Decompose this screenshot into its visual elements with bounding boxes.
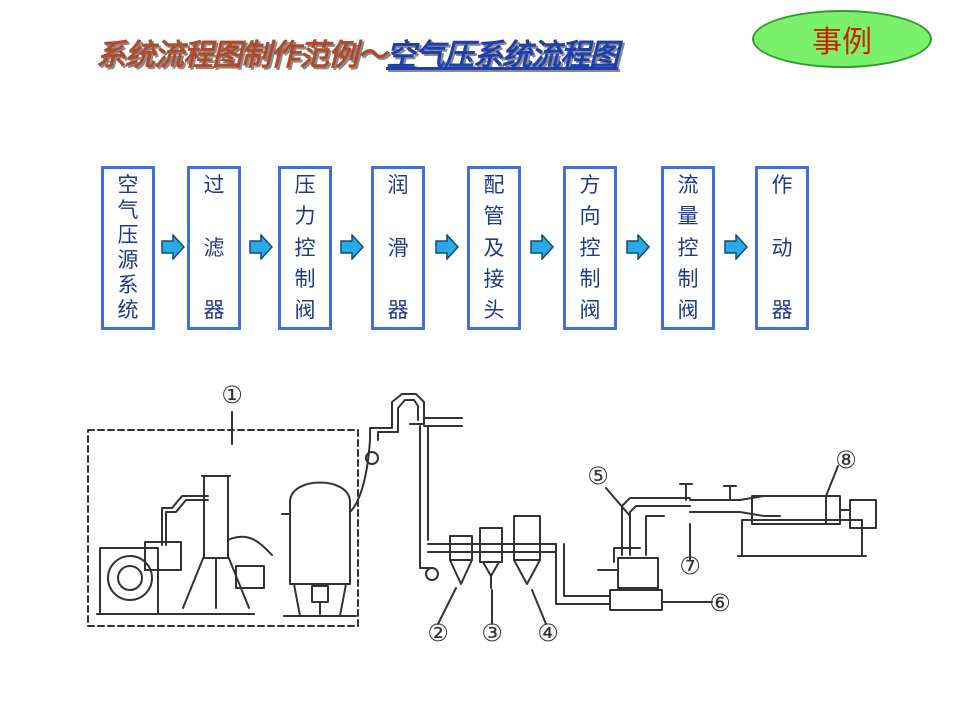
callout-leader	[825, 465, 839, 497]
step-char: 控	[579, 235, 601, 260]
frl-unit-drawing	[427, 515, 557, 589]
page-title: 系统流程图制作范例～空气压系统流程图	[96, 30, 619, 74]
actuator-cylinder-drawing	[737, 495, 877, 557]
step-char: 阀	[677, 298, 699, 322]
flow-valve-drawing	[679, 483, 781, 517]
air-source-boundary	[87, 429, 359, 627]
step-char: 量	[677, 204, 699, 229]
flow-arrow-icon	[530, 234, 554, 260]
step-pressure-valve: 压 力 控 制 阀	[278, 166, 332, 330]
flow-arrow-icon	[340, 234, 364, 260]
callout-label: ⑤	[587, 462, 609, 490]
flow-arrow-icon	[724, 234, 748, 260]
callout-label: ③	[481, 619, 503, 647]
step-char: 空	[117, 173, 139, 197]
receiver-tank-drawing	[281, 439, 371, 617]
step-air-source: 空 气 压 源 系 统	[101, 166, 155, 330]
step-lubricator: 润 滑 器	[371, 166, 425, 330]
main-piping-drawing	[365, 393, 463, 581]
title-prefix: 系统流程图制作范例～	[96, 38, 387, 73]
step-char: 气	[117, 198, 139, 222]
step-char: 压	[117, 223, 139, 247]
step-char: 阀	[294, 298, 316, 322]
step-char: 过	[203, 173, 225, 197]
pneumatic-system-drawing: ① ② ③ ④ ⑤ ⑥ ⑦ ⑧	[87, 381, 877, 647]
flow-arrow-icon	[626, 234, 650, 260]
title-subject: 空气压系统流程图	[386, 38, 619, 73]
step-char: 滤	[203, 235, 225, 260]
callout-label: ④	[537, 619, 559, 647]
step-char: 器	[771, 298, 793, 322]
step-char: 管	[483, 204, 505, 229]
step-char: 制	[677, 266, 699, 291]
step-actuator: 作 动 器	[755, 166, 809, 330]
flow-arrow-icon	[435, 234, 459, 260]
step-char: 器	[387, 298, 409, 322]
flow-arrow-icon	[161, 234, 185, 260]
step-char: 制	[579, 266, 601, 291]
step-char: 压	[294, 173, 316, 197]
callout-label: ②	[427, 619, 449, 647]
step-piping: 配 管 及 接 头	[467, 166, 521, 330]
callout-leader	[531, 589, 547, 625]
step-char: 器	[203, 298, 225, 322]
callout-label: ⑦	[679, 552, 701, 580]
step-char: 配	[483, 173, 505, 197]
step-char: 作	[771, 173, 793, 197]
step-char: 动	[771, 235, 793, 260]
step-char: 及	[483, 235, 505, 260]
step-char: 力	[294, 204, 316, 229]
example-badge: 事例	[752, 10, 932, 68]
step-char: 阀	[579, 298, 601, 322]
step-direction-valve: 方 向 控 制 阀	[563, 166, 617, 330]
step-char: 润	[387, 173, 409, 197]
callout-label: ⑥	[709, 589, 731, 617]
step-char: 统	[117, 298, 139, 322]
step-filter: 过 滤 器	[187, 166, 241, 330]
step-char: 控	[677, 235, 699, 260]
step-char: 接	[483, 266, 505, 291]
callout-label: ⑧	[835, 446, 857, 474]
compressor-drawing	[96, 495, 209, 615]
step-char: 向	[579, 204, 601, 229]
callout-leader	[605, 487, 631, 517]
step-char: 制	[294, 266, 316, 291]
step-char: 系	[117, 273, 139, 297]
aftercooler-drawing	[177, 475, 273, 615]
direction-valve-drawing	[555, 497, 691, 611]
flow-arrow-icon	[249, 234, 273, 260]
step-char: 方	[579, 173, 601, 197]
step-char: 滑	[387, 235, 409, 260]
callout-label: ①	[221, 381, 243, 409]
step-flow-valve: 流 量 控 制 阀	[661, 166, 715, 330]
callout-leader	[437, 587, 457, 625]
step-char: 控	[294, 235, 316, 260]
step-char: 头	[483, 298, 505, 322]
step-char: 源	[117, 248, 139, 272]
step-char: 流	[677, 173, 699, 197]
